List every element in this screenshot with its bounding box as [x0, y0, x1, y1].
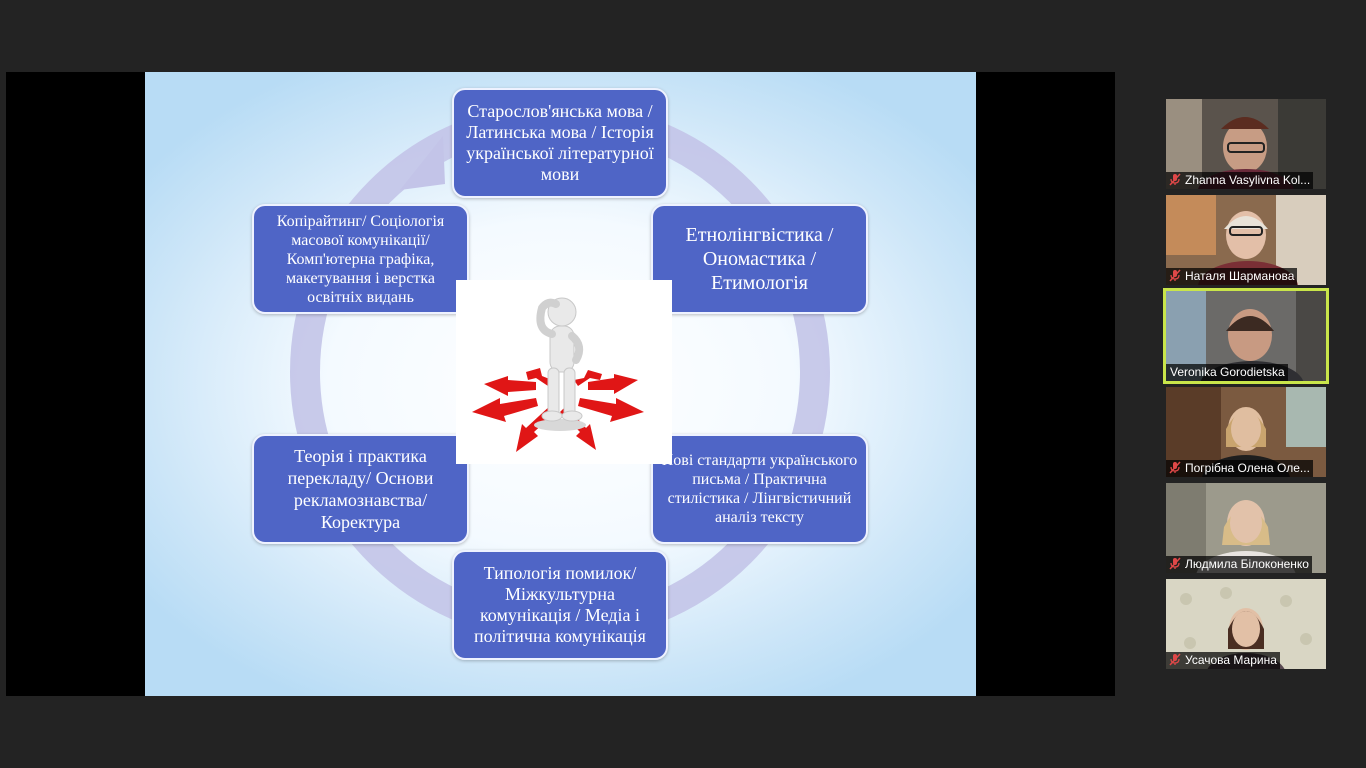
muted-mic-icon [1169, 557, 1181, 570]
node-left-top: Копірайтинг/ Соціологія масової комуніка… [252, 204, 469, 314]
node-right-top: Етнолінгвістика / Ономастика / Етимологі… [651, 204, 868, 314]
center-image [456, 280, 672, 464]
muted-mic-icon [1169, 269, 1181, 282]
muted-mic-icon [1169, 173, 1181, 186]
muted-mic-icon [1169, 653, 1181, 666]
participant-tile[interactable]: Наталя Шарманова [1166, 195, 1326, 285]
participant-name: Наталя Шарманова [1185, 269, 1295, 283]
participant-name: Zhanna Vasylivna Kol... [1185, 173, 1311, 187]
participant-tile-active-speaker[interactable]: Veronika Gorodietska [1163, 288, 1329, 384]
participant-tile[interactable]: Усачова Марина [1166, 579, 1326, 669]
node-left-bottom: Теорія і практика перекладу/ Основи рекл… [252, 434, 469, 544]
participant-name: Veronika Gorodietska [1170, 365, 1285, 379]
node-top: Старослов'янська мова / Латинська мова /… [452, 88, 668, 198]
cycle-arrowhead-icon [400, 136, 445, 190]
participant-name: Людмила Білоконенко [1185, 557, 1309, 571]
node-right-bottom: Нові стандарти українського письма / Пра… [651, 434, 868, 544]
presentation-slide: Старослов'янська мова / Латинська мова /… [145, 72, 976, 696]
participant-name: Погрібна Олена Оле... [1185, 461, 1310, 475]
thinking-person-icon [472, 297, 644, 452]
participant-tile[interactable]: Погрібна Олена Оле... [1166, 387, 1326, 477]
node-bottom: Типологія помилок/ Міжкультурна комуніка… [452, 550, 668, 660]
participant-name: Усачова Марина [1185, 653, 1277, 667]
participant-tile[interactable]: Zhanna Vasylivna Kol... [1166, 99, 1326, 189]
muted-mic-icon [1169, 461, 1181, 474]
participant-tile[interactable]: Людмила Білоконенко [1166, 483, 1326, 573]
